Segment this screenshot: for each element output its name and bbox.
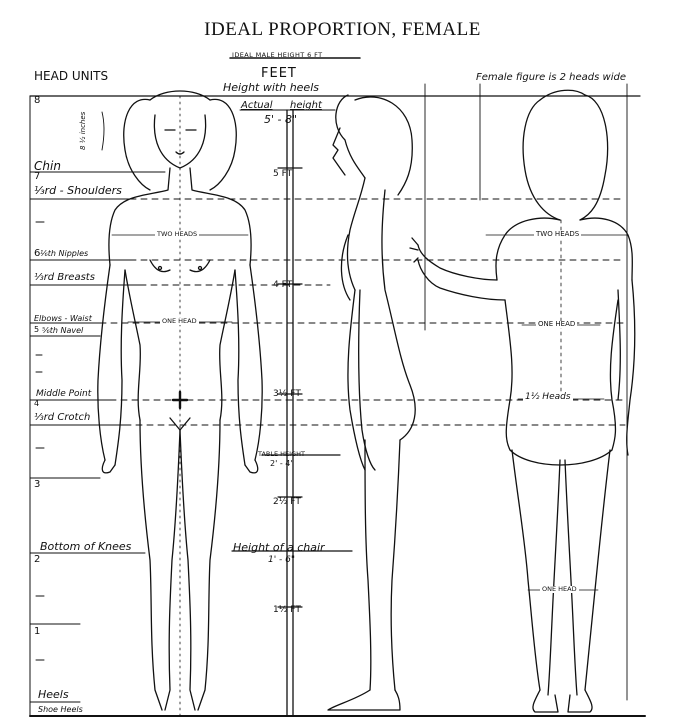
back-one-head-label: ONE HEAD — [536, 321, 577, 328]
head-unit-3: 3 — [34, 480, 40, 490]
two-half-ft-mark: 2½ FT — [273, 498, 301, 507]
diagram-title: IDEAL PROPORTION, FEMALE — [0, 20, 685, 39]
middle-point-label: Middle Point — [36, 390, 91, 399]
back-two-heads-label: TWO HEADS — [534, 231, 581, 238]
chair-height-label: Height of a chair — [233, 542, 325, 553]
front-figure — [98, 91, 262, 716]
back-lower-one-head-label: ONE HEAD — [540, 586, 579, 593]
chin-label: Chin — [34, 160, 61, 172]
head-units-header: HEAD UNITS — [34, 70, 108, 82]
chair-height-value: 1' - 6" — [268, 556, 295, 565]
head-unit-5: 5 — [34, 326, 39, 334]
breasts-label: ⅓rd Breasts — [34, 273, 95, 283]
front-one-head-label: ONE HEAD — [160, 318, 199, 325]
head-unit-8: 8 — [34, 96, 40, 106]
actual-height-value: 5' - 8" — [264, 114, 297, 125]
actual-label: Actual — [241, 101, 273, 111]
table-height-value: 2' - 4" — [270, 460, 294, 468]
back-one-half-heads-label: 1½ Heads — [523, 393, 573, 402]
feet-header: FEET — [261, 67, 297, 80]
head-unit-1: 1 — [34, 627, 40, 637]
head-unit-4: 4 — [34, 400, 39, 408]
one-half-ft-mark: 1½ FT — [273, 606, 301, 615]
navel-label: ⅚th Navel — [42, 327, 83, 335]
height-label: height — [290, 101, 322, 111]
width-note: Female figure is 2 heads wide — [476, 73, 626, 83]
five-ft-mark: 5 FT — [273, 170, 292, 179]
side-figure — [328, 95, 415, 710]
shoulders-label: ⅓rd - Shoulders — [34, 185, 122, 196]
front-two-heads-label: TWO HEADS — [155, 231, 199, 238]
three-half-ft-mark: 3½ FT — [273, 390, 301, 399]
nipples-label: ⅙th Nipples — [40, 250, 88, 258]
head-unit-2: 2 — [34, 555, 40, 565]
heels-label: Heels — [38, 689, 69, 700]
crotch-label: ⅓rd Crotch — [34, 413, 90, 423]
head-unit-7: 7 — [34, 172, 40, 182]
elbows-waist-label: Elbows - Waist — [34, 315, 92, 323]
ideal-male-height-note: IDEAL MALE HEIGHT 6 FT — [232, 52, 322, 59]
shoe-heels-label: Shoe Heels — [38, 706, 83, 714]
height-with-heels-label: Height with heels — [223, 82, 319, 93]
four-ft-mark: 4 FT — [273, 281, 292, 290]
table-height-label: TABLE HEIGHT — [258, 451, 305, 458]
bottom-of-knees-label: Bottom of Knees — [40, 541, 131, 552]
eight-half-inches-label: 8 ½ inches — [80, 112, 87, 150]
